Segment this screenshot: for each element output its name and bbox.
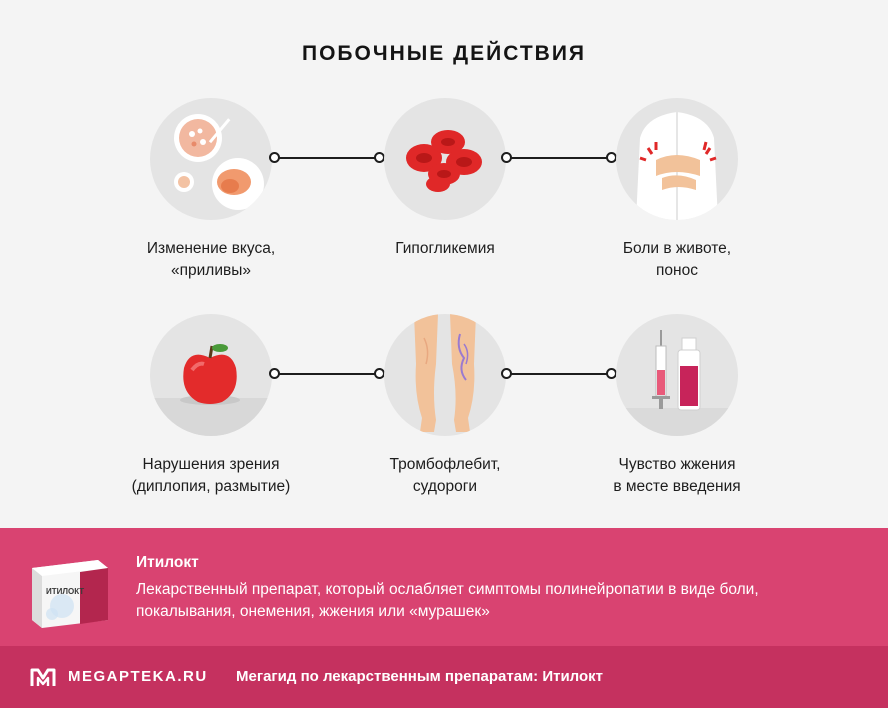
package-label: ИТИЛОКТ: [46, 587, 84, 596]
connector-line: [501, 152, 617, 163]
blurred-apple-icon: [150, 314, 272, 436]
page-title: ПОБОЧНЫЕ ДЕЙСТВИЯ: [301, 42, 587, 65]
food-plate-icon: [150, 98, 272, 220]
effect-label: Гипогликемия: [395, 240, 495, 257]
connector-dot: [501, 152, 512, 163]
connector-dot: [501, 368, 512, 379]
drug-name: Итилокт: [136, 554, 199, 571]
drug-info-band: ИТИЛОКТ Итилокт Лекарственный препарат, …: [0, 528, 888, 646]
connector-line: [501, 368, 617, 379]
effect-label: Изменение вкуса,«приливы»: [146, 240, 276, 279]
product-package-image: ИТИЛОКТ: [28, 546, 112, 632]
drug-description: Лекарственный препарат, который ослабляе…: [136, 581, 759, 620]
syringe-vial-icon: [616, 314, 738, 436]
connector-dot: [269, 152, 280, 163]
effect-label: Нарушения зрения(диплопия, размытие): [131, 456, 291, 495]
effects-row-2: [0, 314, 888, 444]
footer: MEGAPTEKA.RU Мегагид по лекарственным пр…: [0, 646, 888, 708]
connector-dot: [269, 368, 280, 379]
effect-label: Боли в животе,понос: [622, 240, 732, 279]
effects-row-1: [0, 98, 888, 228]
effect-label: Тромбофлебит,судороги: [389, 456, 501, 495]
stomach-pain-icon: [616, 98, 738, 220]
connector-line: [269, 368, 385, 379]
legs-veins-icon: [384, 314, 506, 436]
megapteka-logo-icon: [30, 668, 56, 686]
footer-caption: Мегагид по лекарственным препаратам: Ити…: [236, 668, 604, 685]
blood-cells-icon: [384, 98, 506, 220]
connector-line: [269, 152, 385, 163]
brand-name[interactable]: MEGAPTEKA.RU: [68, 668, 208, 685]
